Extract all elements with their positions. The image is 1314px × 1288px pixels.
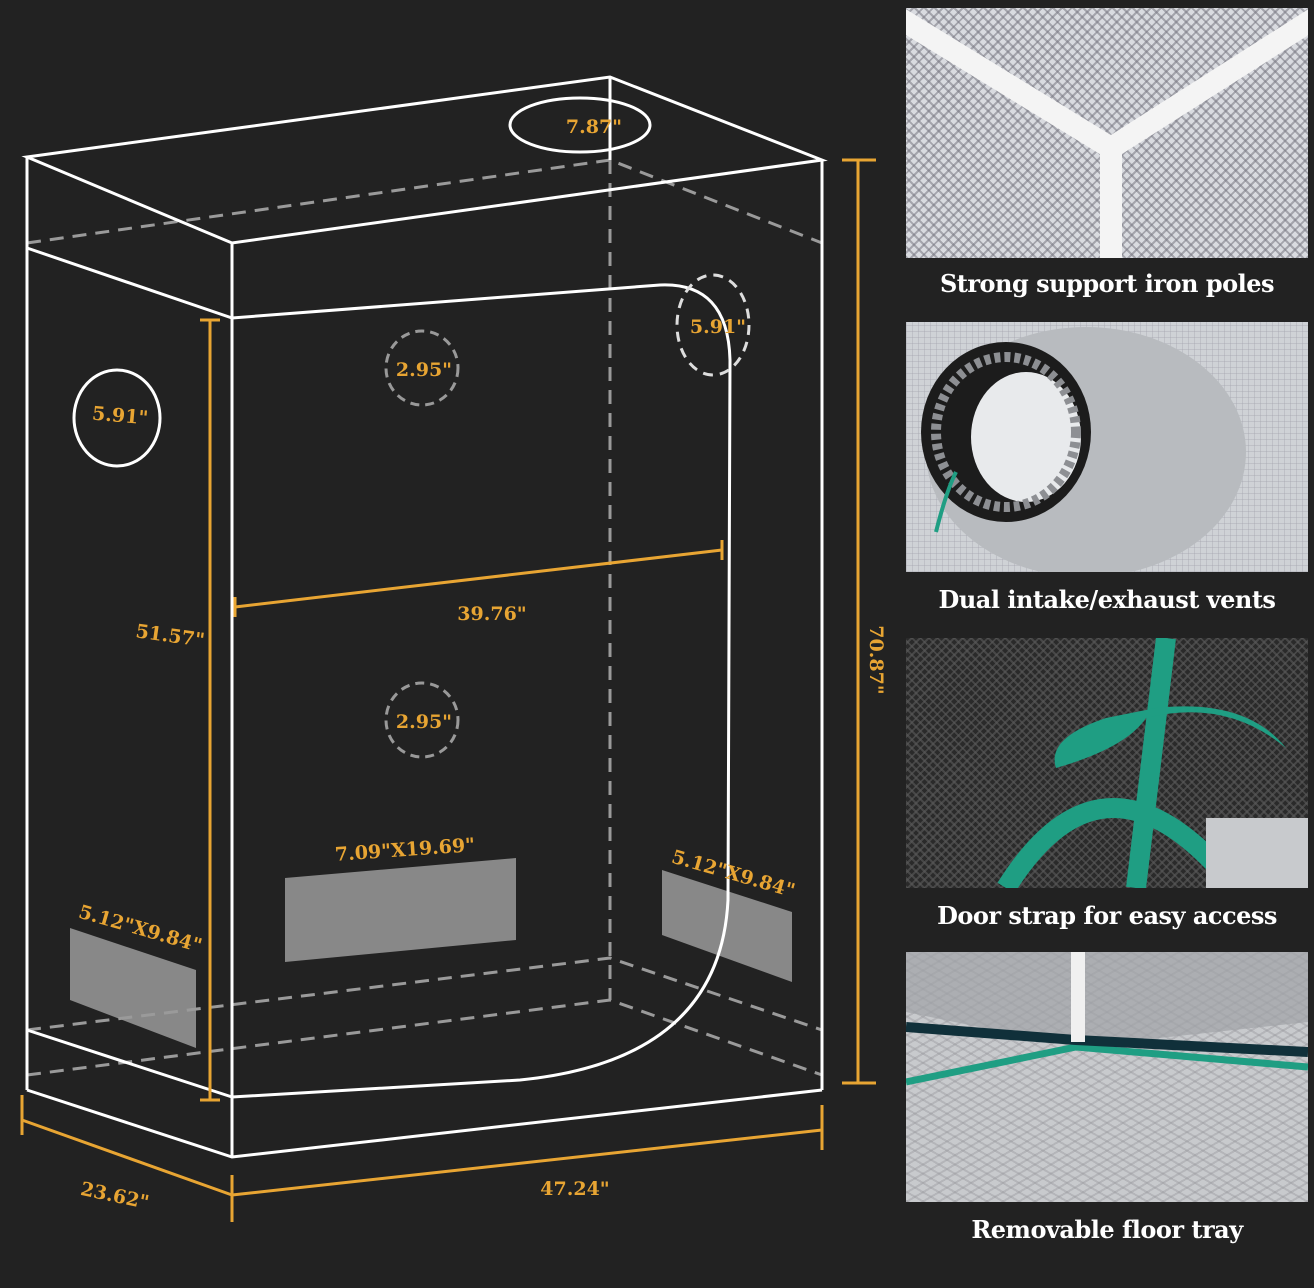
door-height-label: 51.57" [134,620,206,651]
strap-icon [997,638,1308,888]
front-window-label: 7.09"X19.69" [334,834,476,866]
floor-tray-icon [906,952,1308,1086]
door-zipper [231,283,732,1099]
floor-tray-photo [906,952,1308,1202]
door-width-label: 39.76" [457,603,526,625]
lower-port-circle [384,681,460,759]
mesh-windows [70,858,792,1048]
left-vent-label: 5.91" [91,403,149,430]
grow-tent-diagram: 7.87" 5.91" 5.91" 2.95" 2.95" 39.76" 51.… [20,75,887,1222]
vent-photo [906,322,1308,572]
vent-duct-icon [921,327,1246,572]
depth-label: 23.62" [79,1178,151,1214]
feature-caption: Dual intake/exhaust vents [938,585,1276,614]
feature-caption: Door strap for easy access [937,901,1277,930]
upper-port-circle [384,329,460,407]
top-vent-circle [508,96,652,154]
feature-caption: Removable floor tray [971,1215,1243,1244]
front-window-mesh [285,858,516,962]
tent-outline [21,75,828,1159]
lower-port-label: 2.95" [396,711,452,733]
right-vent-label: 5.91" [690,316,746,338]
left-window-mesh [70,928,196,1048]
right-vent-circle [675,273,751,377]
width-label: 47.24" [540,1178,609,1200]
top-vent-label: 7.87" [566,116,622,138]
vent-circles [72,96,751,759]
door-strap-photo [906,638,1308,888]
right-window-mesh [662,870,792,982]
pole-joint-icon [906,9,1308,258]
total-height-label: 70.87" [865,625,887,694]
upper-port-label: 2.95" [396,359,452,381]
iron-poles-photo [906,8,1308,258]
feature-caption: Strong support iron poles [939,269,1275,298]
left-vent-circle [72,368,162,468]
dimension-lines [20,158,876,1222]
